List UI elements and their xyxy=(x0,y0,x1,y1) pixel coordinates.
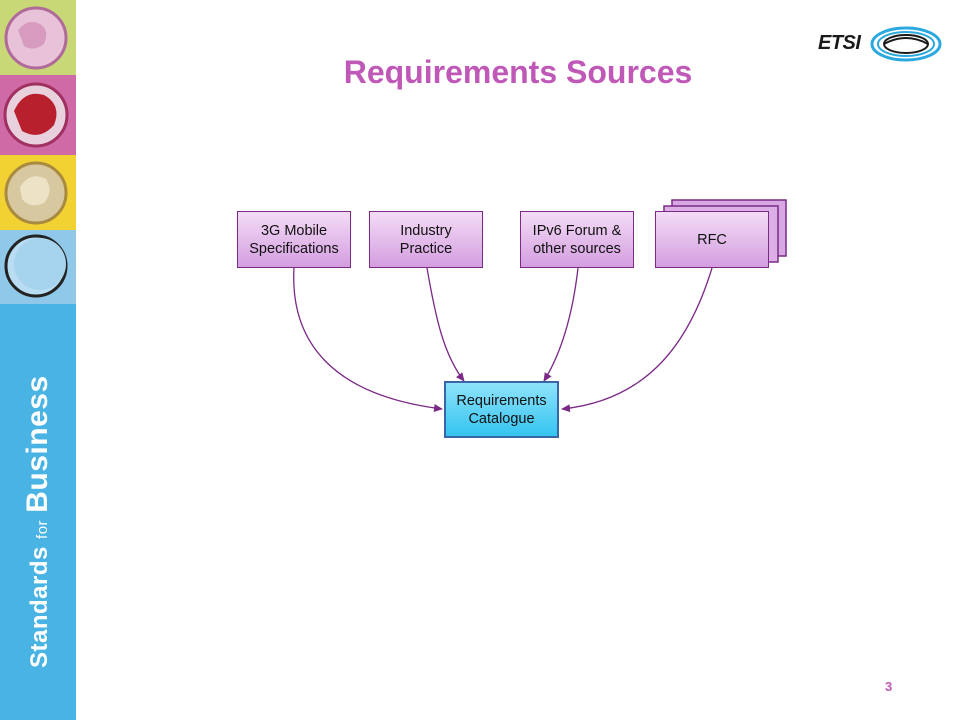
target-box-requirements-catalogue: Requirements Catalogue xyxy=(444,381,559,438)
sidebar-banner: Standards for Business xyxy=(0,0,76,720)
decor-tile-green xyxy=(0,0,76,75)
etsi-logo: ETSI xyxy=(818,24,943,66)
logo-text: ETSI xyxy=(818,32,861,54)
globe-icon xyxy=(4,234,68,298)
edge-3g-to-catalogue xyxy=(293,267,443,412)
edge-ipv6-to-catalogue xyxy=(543,267,579,382)
edge-rfc-to-catalogue xyxy=(561,267,713,413)
target-label: Requirements Catalogue xyxy=(456,392,547,427)
decor-tile-pink xyxy=(0,75,76,155)
source-box-rfc: RFC xyxy=(655,211,769,268)
source-label: IPv6 Forum & other sources xyxy=(532,222,622,257)
globe-icon xyxy=(4,6,68,70)
source-box-ipv6-forum: IPv6 Forum & other sources xyxy=(520,211,634,268)
page-number: 3 xyxy=(885,679,893,694)
source-box-industry-practice: Industry Practice xyxy=(369,211,483,268)
edge-industry-to-catalogue xyxy=(426,267,465,382)
decor-tile-yellow xyxy=(0,155,76,230)
slide-title: Requirements Sources xyxy=(343,54,693,90)
source-label: RFC xyxy=(697,231,727,248)
globe-icon xyxy=(4,161,68,225)
globe-icon xyxy=(3,82,69,148)
source-label: 3G Mobile Specifications xyxy=(249,222,339,257)
source-label: Industry Practice xyxy=(399,222,453,257)
logo-rings-icon xyxy=(870,26,942,62)
source-box-3g-mobile: 3G Mobile Specifications xyxy=(237,211,351,268)
decor-tile-blue xyxy=(0,230,76,304)
